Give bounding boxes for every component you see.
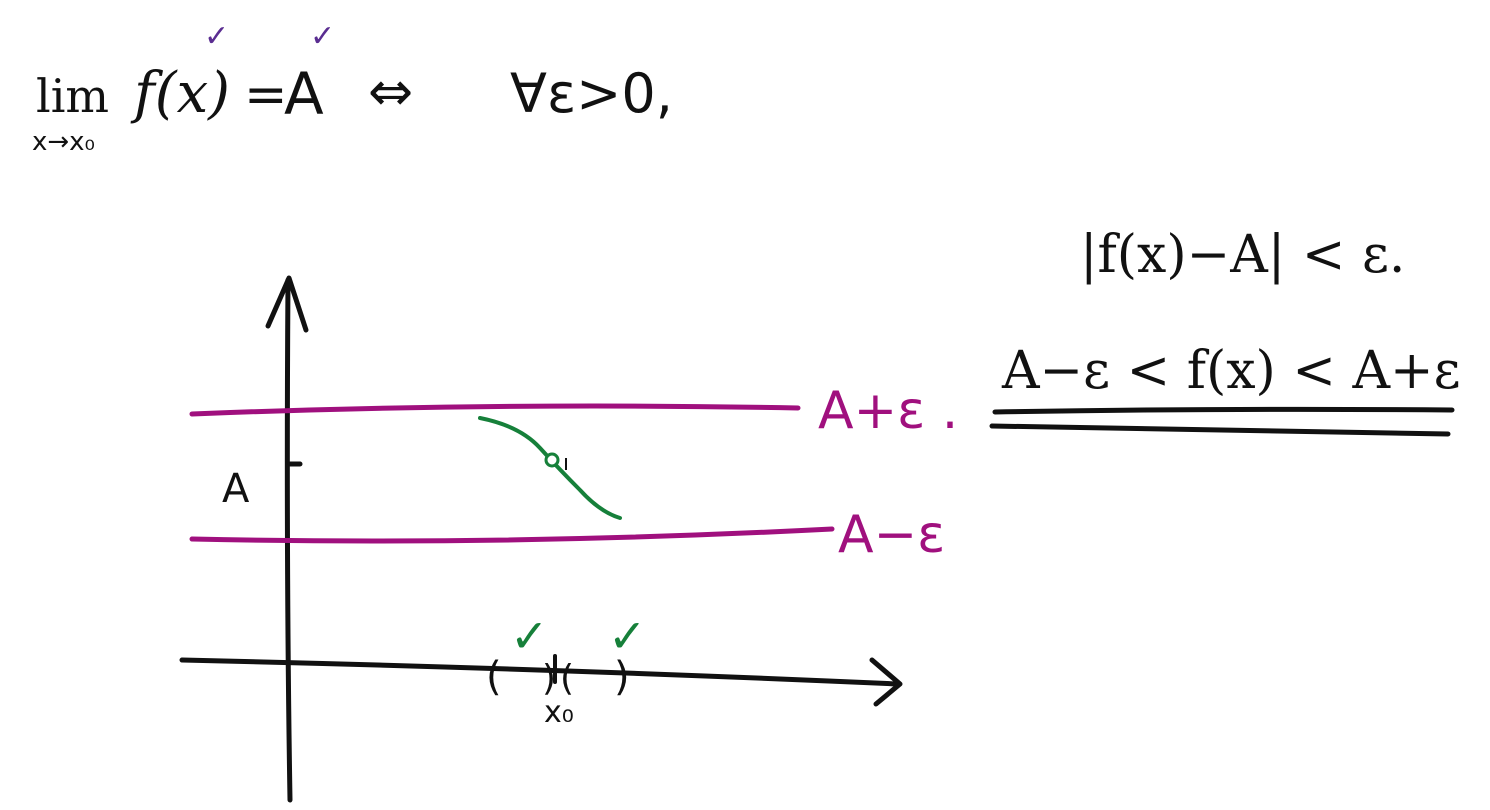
- inequalities: |f(x)−A| < ε. A−ε < f(x) < A+ε: [989, 225, 1461, 437]
- function-text: f(x): [130, 61, 230, 126]
- iff-symbol: ⇔: [368, 60, 413, 123]
- lower-band-label: A−ε: [838, 505, 945, 565]
- y-tick-label: A: [222, 466, 250, 512]
- check-green-left: ✓: [510, 609, 549, 663]
- upper-band-label: A+ε .: [818, 381, 958, 441]
- y-axis-arrowhead: [265, 275, 309, 333]
- check-purple-2: ✓: [310, 19, 335, 54]
- lim-text: lim: [36, 69, 109, 123]
- x-axis: [179, 657, 901, 687]
- limit-definition: lim x→x₀ f(x) = A ✓ ✓ ⇔ ∀ε>0,: [32, 19, 673, 157]
- graph: A A+ε . A−ε ( ) ( ) x₀ ✓ ✓: [179, 275, 958, 803]
- inner-right-paren: (: [560, 658, 574, 699]
- function-curve: [478, 416, 622, 520]
- hole-point: [544, 452, 560, 468]
- equals-sign: =: [244, 65, 288, 125]
- right-paren: ): [614, 654, 630, 700]
- expanded-inequality: A−ε < f(x) < A+ε: [1001, 341, 1461, 401]
- x0-label: x₀: [544, 695, 574, 730]
- check-green-right: ✓: [608, 609, 647, 663]
- abs-inequality: |f(x)−A| < ε.: [1080, 225, 1405, 285]
- for-all-epsilon: ∀ε>0,: [510, 62, 673, 125]
- double-underline-bottom: [989, 423, 1451, 437]
- double-underline-top: [992, 406, 1455, 415]
- inner-left-paren: ): [542, 658, 556, 699]
- y-axis: [284, 277, 293, 803]
- check-purple-1: ✓: [204, 19, 229, 54]
- upper-band-line: [189, 403, 801, 417]
- lim-subscript: x→x₀: [32, 127, 95, 157]
- left-paren: (: [486, 654, 502, 700]
- x-axis-arrowhead: [869, 657, 903, 707]
- limit-value: A: [284, 60, 324, 128]
- lower-band-line: [189, 526, 835, 544]
